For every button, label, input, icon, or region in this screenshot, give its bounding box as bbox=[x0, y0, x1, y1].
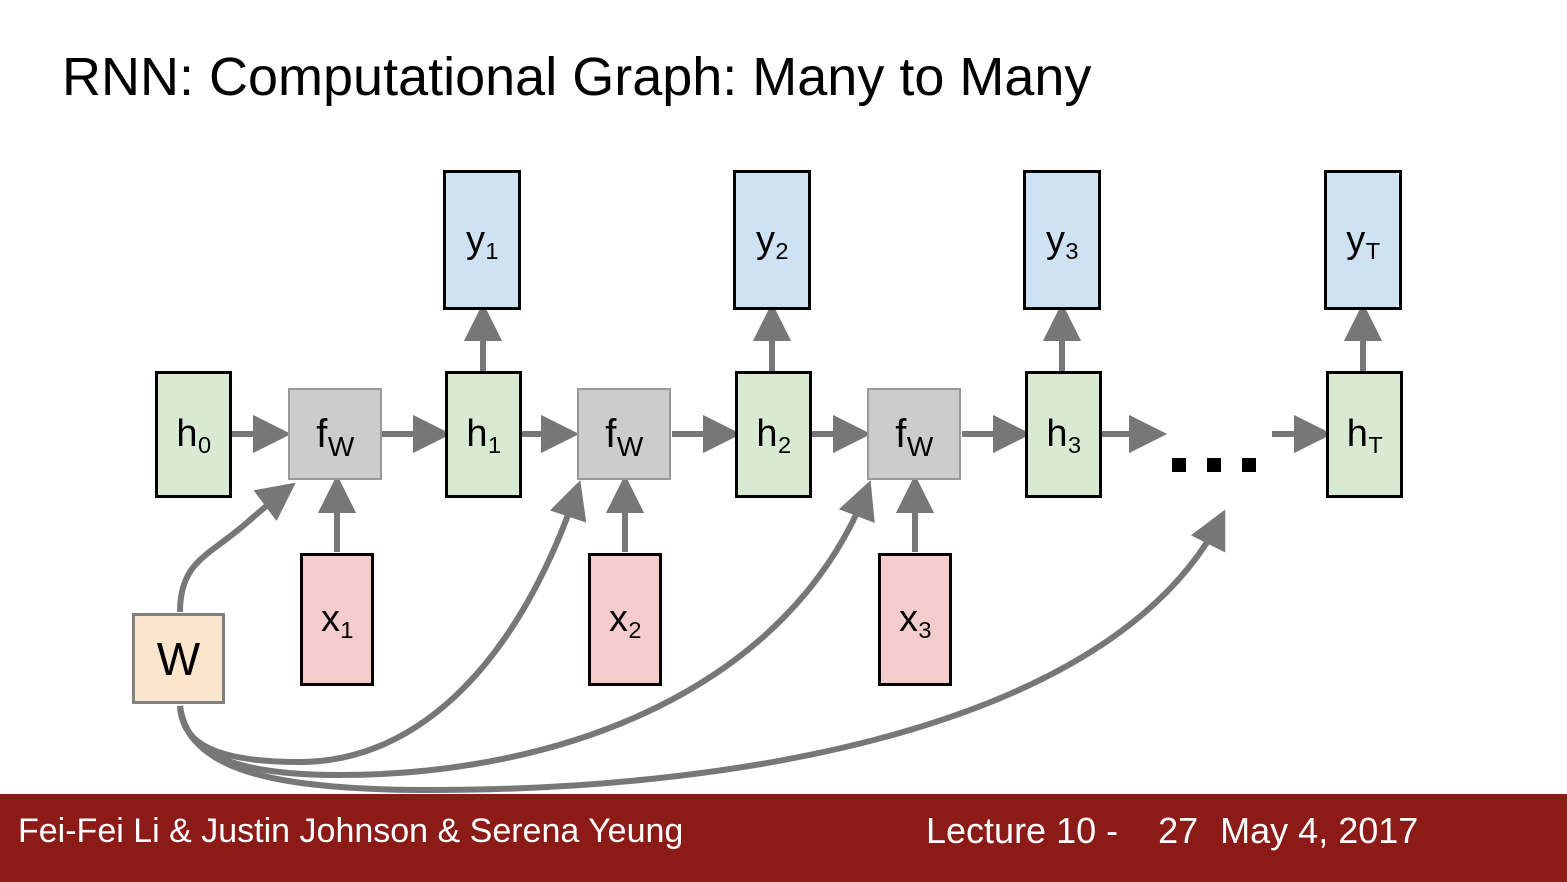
function-box-fW-2[interactable]: fW bbox=[577, 388, 671, 480]
input-label-x3: x3 bbox=[898, 598, 932, 644]
function-label-fW-2: fW bbox=[605, 411, 644, 463]
output-label-y1: y1 bbox=[465, 218, 499, 264]
footer-lecture-label: Lecture 10 - bbox=[926, 810, 1119, 851]
page-title: RNN: Computational Graph: Many to Many bbox=[62, 47, 1092, 107]
hidden-state-label-h3: h3 bbox=[1046, 413, 1082, 459]
output-box-yT[interactable]: yT bbox=[1324, 170, 1402, 310]
ellipsis-dot bbox=[1242, 458, 1256, 472]
output-label-yT: yT bbox=[1346, 218, 1381, 264]
input-label-x2: x2 bbox=[608, 598, 642, 644]
function-label-fW-1: fW bbox=[316, 411, 355, 463]
hidden-state-label-h1: h1 bbox=[466, 413, 502, 459]
function-box-fW-1[interactable]: fW bbox=[288, 388, 382, 480]
weight-label-W: W bbox=[156, 632, 201, 685]
ellipsis-dot bbox=[1207, 458, 1221, 472]
function-box-fW-3[interactable]: fW bbox=[867, 388, 961, 480]
input-box-x1[interactable]: x1 bbox=[300, 553, 374, 686]
footer-meta: Lecture 10 - 27 May 4, 2017 bbox=[926, 810, 1418, 852]
hidden-state-label-h2: h2 bbox=[756, 413, 792, 459]
hidden-state-box-h1[interactable]: h1 bbox=[445, 371, 522, 498]
weight-box-W[interactable]: W bbox=[132, 613, 225, 704]
output-box-y3[interactable]: y3 bbox=[1023, 170, 1101, 310]
output-label-y3: y3 bbox=[1045, 218, 1079, 264]
hidden-state-box-h0[interactable]: h0 bbox=[155, 371, 232, 498]
output-box-y2[interactable]: y2 bbox=[733, 170, 811, 310]
input-box-x2[interactable]: x2 bbox=[588, 553, 662, 686]
arrow-W-to-f3 bbox=[177, 480, 875, 779]
ellipsis-dots bbox=[1172, 458, 1256, 472]
arrow-W-to-later-timestep bbox=[177, 509, 1226, 794]
output-box-y1[interactable]: y1 bbox=[443, 170, 521, 310]
hidden-state-box-h3[interactable]: h3 bbox=[1025, 371, 1102, 498]
hidden-state-box-h2[interactable]: h2 bbox=[735, 371, 812, 498]
ellipsis-dot bbox=[1172, 458, 1186, 472]
hidden-state-label-h0: h0 bbox=[176, 413, 212, 459]
hidden-state-box-hT[interactable]: hT bbox=[1326, 371, 1403, 498]
footer-bar bbox=[0, 794, 1567, 882]
input-box-x3[interactable]: x3 bbox=[878, 553, 952, 686]
arrow-W-to-f1 bbox=[177, 482, 296, 613]
function-label-fW-3: fW bbox=[895, 411, 934, 463]
output-label-y2: y2 bbox=[755, 218, 789, 264]
hidden-state-label-hT: hT bbox=[1346, 413, 1383, 459]
input-label-x1: x1 bbox=[320, 598, 354, 644]
footer-date: May 4, 2017 bbox=[1220, 810, 1419, 851]
footer-authors: Fei-Fei Li & Justin Johnson & Serena Yeu… bbox=[18, 812, 684, 850]
footer-page-number: 27 bbox=[1158, 810, 1199, 851]
